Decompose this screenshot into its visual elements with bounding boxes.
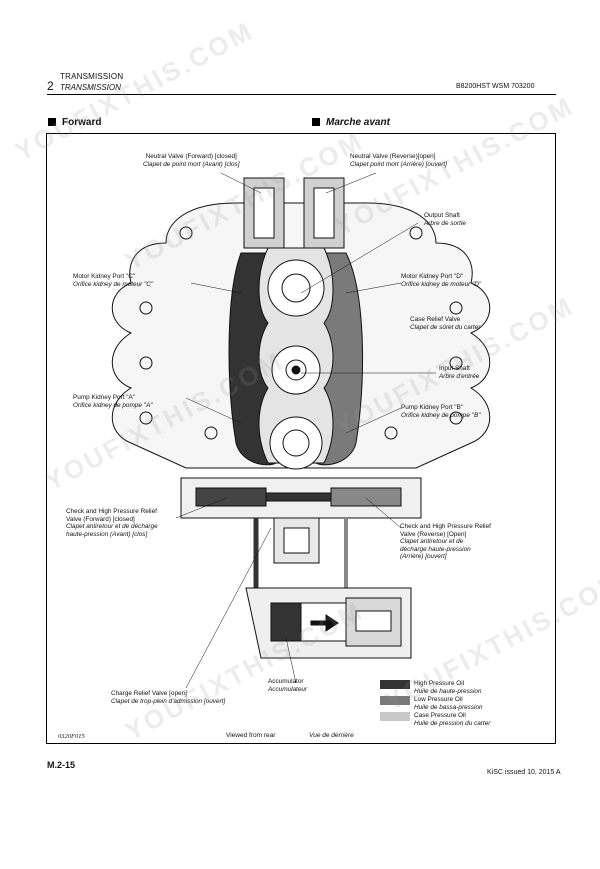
title-marche-avant: Marche avant xyxy=(312,117,390,128)
label-pump-kidney-port-b: Pump Kidney Port "B"Orifice kidney de po… xyxy=(401,404,481,419)
label-pump-kidney-port-a: Pump Kidney Port "A"Orifice kidney de po… xyxy=(73,394,153,409)
figure-code: 0320F015 xyxy=(58,733,85,740)
page-footer-number: M.2-15 xyxy=(47,760,76,770)
bullet-square-icon xyxy=(312,118,320,126)
label-charge-relief-valve: Charge Relief Valve [open]Clapet de trop… xyxy=(111,690,226,705)
label-motor-kidney-port-c: Motor Kidney Port "C"Orifice kidney de m… xyxy=(73,273,154,288)
title-marche-avant-text: Marche avant xyxy=(326,117,390,128)
label-motor-kidney-port-d: Motor Kidney Port "D"Orifice kidney de m… xyxy=(401,273,482,288)
page-number: 2 xyxy=(47,79,54,93)
section-title-en: TRANSMISSION xyxy=(60,72,124,81)
legend-swatch-case xyxy=(380,712,410,722)
viewed-from-rear: Viewed from rear xyxy=(226,732,276,739)
hst-hydraulic-diagram xyxy=(111,172,491,689)
manual-code: B8200HST WSM 703200 xyxy=(456,83,535,90)
title-forward-text: Forward xyxy=(62,117,102,128)
label-neutral-valve-forward: Neutral Valve (Forward) [closed]Clapet d… xyxy=(143,153,240,168)
figure-frame xyxy=(46,133,556,744)
label-neutral-valve-reverse: Neutral Valve (Reverse)[open]Clapet poin… xyxy=(350,153,447,168)
title-forward: Forward xyxy=(48,117,101,128)
bullet-square-icon xyxy=(48,118,56,126)
legend-swatch-high xyxy=(380,680,410,689)
vue-de-derriere: Vue de derrière xyxy=(309,732,354,739)
legend-swatch-low xyxy=(380,696,410,706)
header-rule xyxy=(47,94,556,95)
section-title-fr: TRANSMISSION xyxy=(60,83,121,92)
issued-date: KiSC issued 10, 2015 A xyxy=(487,769,561,776)
